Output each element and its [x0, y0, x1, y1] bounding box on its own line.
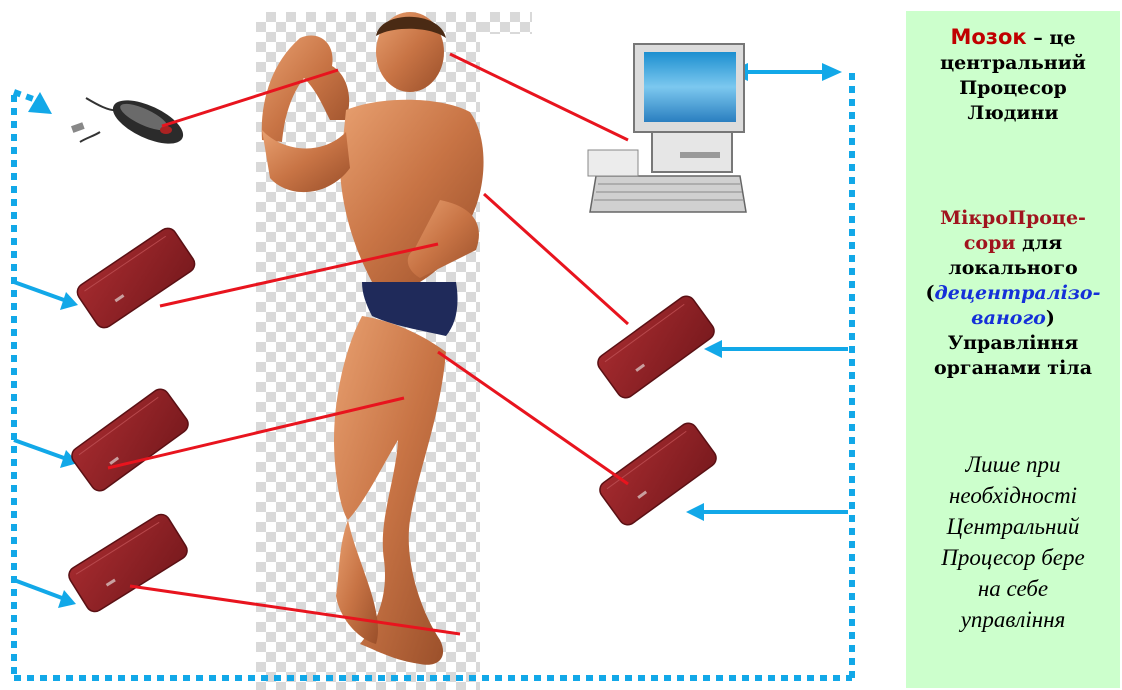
central-processor-note: Лише при необхідності Центральний Процес…	[912, 449, 1114, 635]
brain-keyword: Мозок	[950, 25, 1026, 49]
computer-icon	[588, 44, 746, 212]
bodybuilder-image	[262, 12, 484, 665]
phone-icon	[66, 511, 191, 615]
microprocessor-statement: МікроПроце- сори для локального (децентр…	[912, 206, 1114, 381]
brain-statement: Мозок – це центральний Процесор Людини	[912, 25, 1114, 126]
explanation-panel: Мозок – це центральний Процесор Людини М…	[906, 11, 1120, 688]
phone-icon	[68, 386, 191, 495]
phone-icon	[74, 225, 198, 331]
